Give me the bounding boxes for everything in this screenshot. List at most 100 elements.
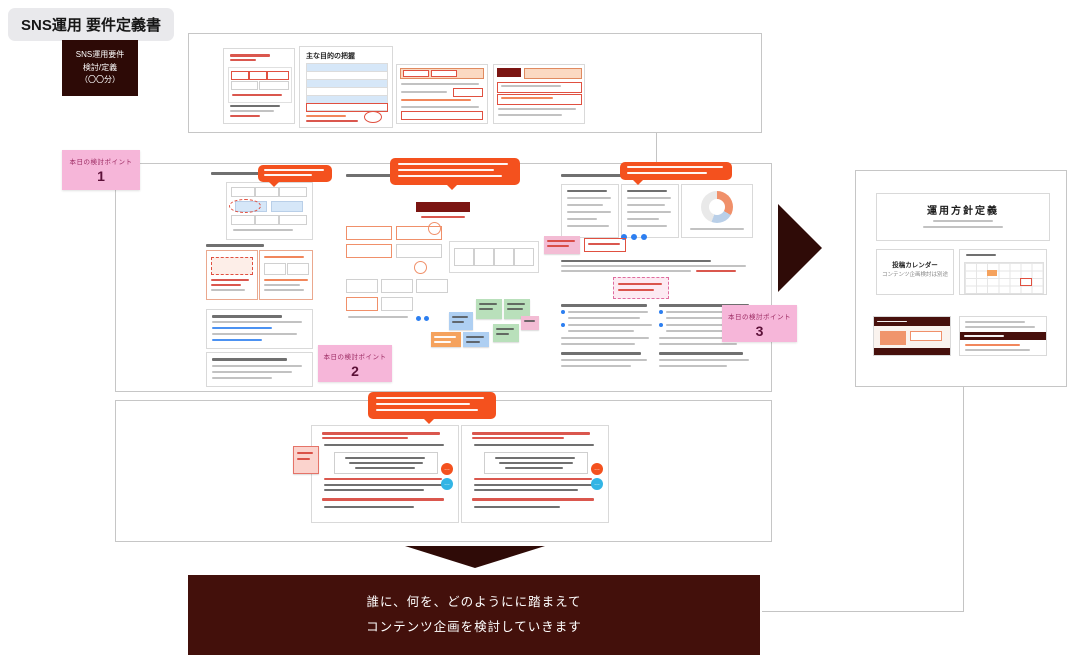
- right-output-panel[interactable]: 運用方針定義 投稿カレンダー コンテンツ企画検討は別途: [855, 170, 1067, 387]
- step2-callout[interactable]: [390, 158, 520, 190]
- bottom-summary-panel[interactable]: … … … …: [115, 400, 772, 542]
- mini-cell: [255, 187, 279, 197]
- step3-chart-box[interactable]: [681, 184, 753, 238]
- text-skeleton: [212, 339, 262, 341]
- summary-doc-left[interactable]: [311, 425, 459, 523]
- calendar-label-box[interactable]: 投稿カレンダー コンテンツ企画検討は別途: [876, 249, 954, 295]
- sticky-point-1[interactable]: 本日の検討ポイント 1: [62, 150, 140, 190]
- decor: [910, 331, 942, 341]
- mini-cell: [396, 244, 442, 258]
- text-skeleton: [567, 197, 611, 199]
- policy-definition-doc[interactable]: 運用方針定義: [876, 193, 1050, 241]
- question-bubble: [428, 222, 441, 235]
- banner-slide-thumbnail[interactable]: [959, 316, 1047, 356]
- step3-table-left[interactable]: [561, 184, 619, 238]
- step3-callout[interactable]: [620, 162, 732, 185]
- phase-box[interactable]: SNS運用要件 検討/定義 （〇〇分）: [62, 40, 138, 96]
- idea-note-blue[interactable]: [463, 332, 489, 347]
- flow-arrow-right[interactable]: [778, 204, 822, 292]
- sticky-point-3[interactable]: 本日の検討ポイント 3: [722, 305, 797, 342]
- idea-note-green[interactable]: [504, 299, 530, 319]
- text-skeleton: [212, 365, 302, 367]
- decor: [874, 317, 950, 326]
- text-skeleton: [264, 279, 308, 281]
- text-skeleton: [264, 174, 312, 176]
- idea-note-pink[interactable]: [521, 316, 539, 330]
- text-skeleton: [666, 311, 748, 313]
- text-skeleton: [659, 304, 749, 307]
- text-skeleton: [659, 337, 747, 339]
- step1-notes-box-lower[interactable]: [206, 352, 313, 387]
- calendar-thumbnail[interactable]: [959, 249, 1047, 295]
- top-reference-panel[interactable]: 主な目的の把握: [188, 33, 762, 133]
- top-doc-schedule-table[interactable]: [493, 64, 585, 124]
- text-skeleton: [322, 432, 440, 435]
- text-skeleton: [690, 228, 744, 230]
- text-skeleton: [696, 270, 736, 272]
- text-skeleton: [561, 337, 649, 339]
- mini-cell: [231, 81, 258, 90]
- text-skeleton: [659, 365, 727, 367]
- decor: [307, 64, 387, 72]
- text-skeleton: [297, 452, 313, 454]
- summary-callout[interactable]: [368, 392, 496, 424]
- numbered-dot: [659, 310, 663, 314]
- text-skeleton: [666, 317, 740, 319]
- step3-red-box: [584, 238, 626, 252]
- text-skeleton: [498, 108, 576, 110]
- mini-cell: [231, 71, 249, 80]
- text-skeleton: [212, 333, 297, 335]
- top-doc-purpose[interactable]: 主な目的の把握: [299, 46, 393, 128]
- text-skeleton: [561, 260, 711, 262]
- text-skeleton: [401, 91, 447, 93]
- red-circle-annotation: [364, 111, 382, 123]
- mid-steps-panel[interactable]: [115, 163, 772, 392]
- flow-arrow-down[interactable]: [405, 546, 545, 568]
- text-skeleton: [627, 190, 667, 192]
- idea-note-blue[interactable]: [449, 312, 473, 330]
- text-skeleton: [472, 437, 564, 439]
- bottom-pink-note[interactable]: [293, 446, 319, 474]
- text-skeleton: [627, 172, 707, 174]
- decor: [211, 257, 253, 275]
- text-skeleton: [324, 444, 444, 446]
- numbered-dot: [641, 234, 647, 240]
- text-skeleton: [474, 506, 560, 508]
- conclusion-banner[interactable]: 誰に、何を、どのようにに踏まえて コンテンツ企画を検討していきます: [188, 575, 760, 655]
- step3-table-mid[interactable]: [621, 184, 679, 238]
- step2-options-strip[interactable]: [449, 241, 539, 273]
- step1-org-chart[interactable]: [226, 182, 313, 240]
- step3-pink-note[interactable]: [544, 236, 580, 254]
- text-skeleton: [659, 343, 737, 345]
- text-skeleton: [434, 336, 456, 338]
- text-skeleton: [324, 506, 414, 508]
- text-skeleton: [452, 316, 468, 318]
- text-skeleton: [233, 229, 293, 231]
- text-skeleton: [524, 320, 535, 322]
- text-skeleton: [498, 114, 562, 116]
- top-doc-goal[interactable]: [223, 48, 295, 124]
- idea-note-green[interactable]: [493, 324, 519, 342]
- top-doc-purpose-title: 主な目的の把握: [306, 53, 355, 60]
- summary-doc-right[interactable]: [461, 425, 609, 523]
- chat-icon[interactable]: …: [591, 478, 603, 490]
- text-skeleton: [474, 444, 594, 446]
- step1-callout[interactable]: [258, 165, 332, 187]
- idea-note-orange[interactable]: [431, 332, 461, 347]
- dark-slide-thumbnail[interactable]: [873, 316, 951, 356]
- text-skeleton: [264, 256, 304, 258]
- comment-icon[interactable]: …: [441, 463, 453, 475]
- step1-notes-box-upper[interactable]: [206, 309, 313, 349]
- comment-icon[interactable]: …: [591, 463, 603, 475]
- chat-icon[interactable]: …: [441, 478, 453, 490]
- text-skeleton: [211, 279, 249, 281]
- step1-persona-box-right[interactable]: [259, 250, 313, 300]
- step1-persona-box-left[interactable]: [206, 250, 258, 300]
- mini-cell: [255, 215, 279, 225]
- text-skeleton: [933, 220, 993, 222]
- sticky-point-2[interactable]: 本日の検討ポイント 2: [318, 345, 392, 382]
- idea-note-green[interactable]: [476, 299, 502, 319]
- top-doc-kpi-table[interactable]: [396, 64, 488, 124]
- decor: [874, 348, 950, 355]
- text-skeleton: [568, 311, 648, 313]
